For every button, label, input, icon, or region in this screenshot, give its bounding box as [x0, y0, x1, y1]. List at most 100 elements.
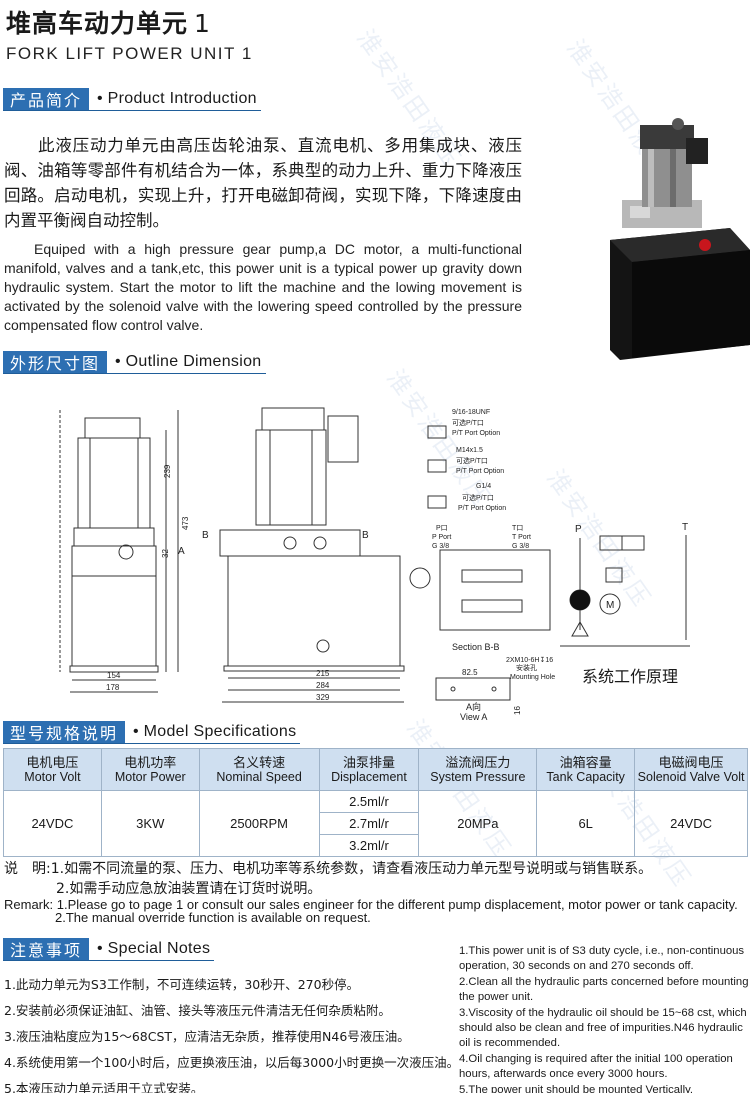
section-tag: 产品简介: [3, 87, 90, 110]
port-options: [427, 425, 447, 509]
header-cn: 油泵排量: [342, 754, 395, 770]
dim-label: 16: [513, 706, 522, 715]
section-tag: 注意事项: [3, 937, 90, 960]
notes-label-cn: 说 明:: [4, 861, 51, 877]
view-a-cn: A向: [466, 701, 481, 712]
table-row: 24VDC 3KW 2500RPM 2.5ml/r 20MPa 6L 24VDC: [3, 790, 748, 857]
cell-nominal-speed: 2500RPM: [198, 790, 320, 857]
p-port-cn: P口: [436, 524, 448, 532]
cell-displacement: 2.7ml/r: [318, 812, 420, 835]
port-option-en: P/T Port Option: [452, 430, 500, 437]
header-cn: 电机功率: [124, 754, 177, 770]
schematic-t: T: [682, 522, 688, 533]
port-option-cn: 可选P/T口: [452, 418, 484, 427]
p-port-size: G 3/8: [432, 543, 449, 550]
dim-label: 284: [316, 681, 330, 690]
table-row: 3.2ml/r: [4, 834, 748, 857]
header-cn: 溢流阀压力: [445, 754, 511, 770]
port-spec: 9/16-18UNF: [452, 409, 490, 416]
port-option-cn: 可选P/T口: [462, 493, 494, 502]
section-bb-drawing: [409, 549, 551, 631]
header-en: Motor Power: [114, 769, 186, 784]
title-cn: 堆高车动力单元: [6, 9, 189, 38]
header-cn: 电机电压: [26, 754, 79, 770]
schematic-caption: 系统工作原理: [582, 667, 679, 686]
cell-motor-volt: 24VDC: [3, 790, 102, 857]
side-view: [219, 407, 405, 703]
outline-drawings: 239 473 32 154 178 215 284 329 82.5 16 A…: [59, 407, 690, 720]
port-spec: M14x1.5: [456, 447, 483, 454]
t-port-en: T Port: [512, 534, 531, 541]
section-header-outline: 外形尺寸图 • Outline Dimension: [3, 350, 266, 374]
note-cn-1: 1.如需不同流量的泵、压力、电机功率等系统参数，请查看液压动力单元型号说明或与销…: [50, 861, 653, 877]
special-note-cn: 1.此动力单元为S3工作制，不可连续运转，30秒开、270秒停。: [4, 977, 360, 992]
section-tag: 型号规格说明: [3, 720, 126, 743]
note-cn-2: 2.如需手动应急放油装置请在订货时说明。: [56, 881, 322, 897]
special-notes-en: 1.This power unit is of S3 duty cycle, i…: [459, 944, 749, 1093]
t-port-cn: T口: [512, 524, 523, 532]
special-note-cn: 3.液压油粘度应为15～68CST，应清洁无杂质，推荐使用N46号液压油。: [4, 1029, 410, 1044]
section-bb-label: Section B-B: [452, 642, 500, 652]
section-mark-b: B: [362, 530, 369, 541]
note-en-1: 1.Please go to page 1 or consult our sal…: [56, 897, 738, 912]
section-tag: 外形尺寸图: [3, 350, 108, 373]
header-en: Nominal Speed: [216, 769, 302, 784]
mounting-hole-cn: 安装孔: [516, 663, 537, 672]
view-mark-a: A: [178, 546, 185, 557]
note-row: 说 明:1.如需不同流量的泵、压力、电机功率等系统参数，请查看液压动力单元型号说…: [4, 859, 652, 879]
title-number: 1: [194, 9, 211, 38]
special-note-cn: 2.安装前必须保证油缸、油管、接头等液压元件清洁无任何杂质粘附。: [4, 1003, 391, 1018]
header-en: Motor Volt: [24, 769, 81, 784]
header-en: Solenoid Valve Volt: [637, 769, 745, 784]
dim-label: 32: [161, 549, 170, 558]
product-photo: [610, 118, 750, 360]
cell-displacement: 3.2ml/r: [318, 834, 420, 857]
cell-displacement: 2.5ml/r: [318, 790, 420, 813]
header-cn: 油箱容量: [559, 754, 612, 770]
schematic-motor: M: [606, 600, 614, 611]
section-header-intro: 产品简介 • Product Introduction: [3, 87, 261, 111]
section-mark-b: B: [202, 530, 209, 541]
header-cn: 名义转速: [233, 754, 286, 770]
mounting-hole-en: Mounting Hole: [510, 674, 555, 681]
header-en: Tank Capacity: [546, 769, 625, 784]
special-notes-cn: 1.此动力单元为S3工作制，不可连续运转，30秒开、270秒停。 2.安装前必须…: [4, 972, 459, 1093]
front-view: [59, 410, 179, 693]
special-note-cn: 4.系统使用第一个100小时后，应更换液压油，以后每3000小时更换一次液压油。: [4, 1055, 460, 1070]
section-header-special: 注意事项 • Special Notes: [3, 937, 215, 961]
special-note-en: 2.Clean all the hydraulic parts concerne…: [459, 975, 749, 1004]
section-label: • Special Notes: [97, 939, 211, 957]
header-cn: 电磁阀电压: [658, 754, 724, 770]
view-a-en: View A: [460, 712, 487, 720]
note-row: 2.如需手动应急放油装置请在订货时说明。: [4, 879, 652, 899]
special-note-en: 3.Viscosity of the hydraulic oil should …: [459, 1006, 747, 1050]
intro-text-cn: 此液压动力单元由高压齿轮油泵、直流电机、多用集成块、液压阀、油箱等零部件有机结合…: [4, 136, 522, 230]
port-option-cn: 可选P/T口: [456, 456, 488, 465]
t-port-size: G 3/8: [512, 543, 529, 550]
section-label: • Outline Dimension: [115, 352, 262, 370]
special-note-en: 4.Oil changing is required after the ini…: [459, 1052, 733, 1081]
port-option-en: P/T Port Option: [456, 468, 504, 475]
intro-text-en: Equiped with a high pressure gear pump,a…: [4, 241, 522, 333]
notes-en: Remark: 1.Please go to page 1 or consult…: [4, 898, 738, 924]
special-note-cn: 5.本液压动力单元适用于立式安装。: [4, 1081, 204, 1093]
header-en: Displacement: [331, 769, 407, 784]
cell-system-pressure: 20MPa: [418, 790, 538, 857]
notes-label-en: Remark:: [4, 897, 54, 912]
p-port-en: P Port: [432, 534, 451, 541]
hydraulic-schematic: [560, 535, 690, 647]
special-note-en: 1.This power unit is of S3 duty cycle, i…: [459, 945, 745, 973]
note-en-2: 2.The manual override function is availa…: [55, 910, 371, 925]
dim-label: 239: [163, 464, 172, 478]
section-label: • Product Introduction: [97, 89, 257, 107]
dim-label: 329: [316, 693, 330, 702]
note-row: 2.The manual override function is availa…: [4, 911, 738, 924]
